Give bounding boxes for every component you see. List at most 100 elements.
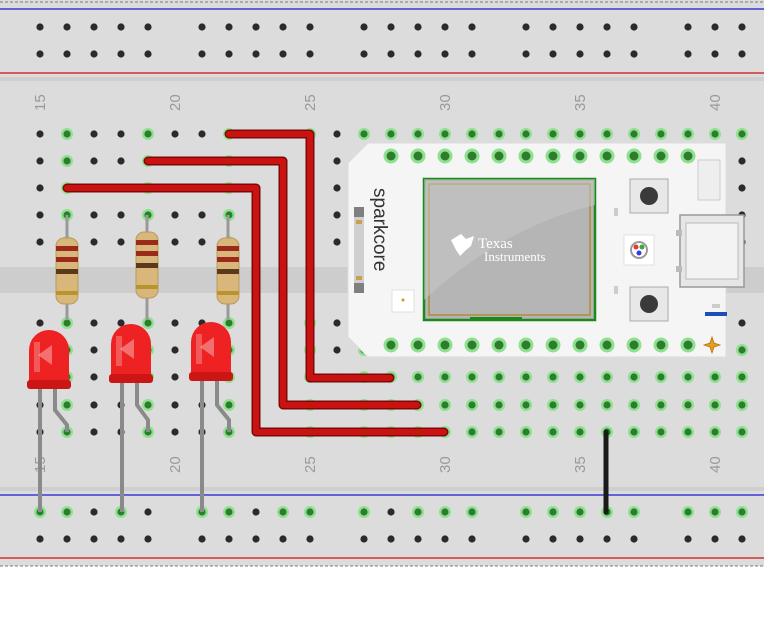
breadboard-hole (468, 50, 476, 58)
breadboard-hole (468, 373, 476, 381)
column-label: 25 (302, 456, 319, 473)
column-label: 20 (167, 94, 184, 111)
breadboard-hole (225, 23, 233, 31)
breadboard-hole (549, 50, 557, 58)
breadboard-hole (630, 23, 638, 31)
breadboard-hole (684, 50, 692, 58)
breadboard-hole (711, 373, 719, 381)
breadboard-hole (333, 238, 341, 246)
breadboard-hole (495, 401, 503, 409)
breadboard-hole (36, 238, 44, 246)
breadboard-hole (711, 23, 719, 31)
breadboard-hole (657, 401, 665, 409)
breadboard-hole (144, 535, 152, 543)
breadboard-hole (360, 508, 368, 516)
breadboard-hole (684, 23, 692, 31)
breadboard-hole (711, 50, 719, 58)
breadboard-hole (441, 50, 449, 58)
breadboard-hole (387, 508, 395, 516)
reset-button[interactable] (629, 178, 669, 214)
breadboard-hole (549, 130, 557, 138)
breadboard-hole (117, 130, 125, 138)
breadboard-hole (117, 319, 125, 327)
resistor-1 (55, 215, 79, 320)
column-label: 40 (707, 456, 724, 473)
breadboard-hole (603, 401, 611, 409)
core-pin (386, 151, 396, 161)
breadboard-hole (63, 401, 71, 409)
breadboard-hole (387, 50, 395, 58)
breadboard-hole (549, 535, 557, 543)
breadboard-hole (144, 23, 152, 31)
core-pin (521, 340, 531, 350)
breadboard-hole (225, 401, 233, 409)
breadboard-hole (441, 130, 449, 138)
breadboard-hole (171, 130, 179, 138)
column-label: 25 (302, 94, 319, 111)
usb-connector (676, 214, 745, 288)
breadboard-hole (117, 211, 125, 219)
breadboard-hole (252, 23, 260, 31)
breadboard-hole (333, 130, 341, 138)
breadboard-hole (711, 508, 719, 516)
breadboard-hole (144, 50, 152, 58)
breadboard-hole (711, 401, 719, 409)
breadboard-hole (90, 535, 98, 543)
breadboard-hole (603, 23, 611, 31)
breadboard-hole (171, 373, 179, 381)
column-label: 20 (167, 456, 184, 473)
breadboard-hole (576, 373, 584, 381)
breadboard-hole (279, 23, 287, 31)
core-pin (467, 151, 477, 161)
breadboard-hole (387, 535, 395, 543)
breadboard-hole (738, 401, 746, 409)
breadboard-hole (576, 428, 584, 436)
breadboard-hole (738, 535, 746, 543)
breadboard-hole (252, 508, 260, 516)
breadboard-hole (333, 157, 341, 165)
breadboard-hole (225, 50, 233, 58)
breadboard-hole (549, 373, 557, 381)
breadboard-hole (360, 50, 368, 58)
breadboard-hole (738, 428, 746, 436)
breadboard-hole (414, 535, 422, 543)
breadboard-hole (144, 319, 152, 327)
breadboard-hole (576, 535, 584, 543)
led-1 (27, 330, 71, 512)
breadboard-hole (198, 211, 206, 219)
breadboard-hole (738, 373, 746, 381)
core-pin (629, 340, 639, 350)
breadboard-hole (36, 535, 44, 543)
chip-brand-line1: Texas (478, 236, 513, 252)
core-pin (656, 151, 666, 161)
breadboard-hole (738, 184, 746, 192)
core-pin (386, 340, 396, 350)
mode-button[interactable] (629, 286, 669, 322)
breadboard-hole (90, 157, 98, 165)
breadboard-hole (225, 535, 233, 543)
breadboard-hole (414, 130, 422, 138)
core-pin (683, 340, 693, 350)
breadboard-hole (684, 535, 692, 543)
breadboard-hole (684, 428, 692, 436)
breadboard-hole (576, 23, 584, 31)
breadboard-hole (63, 535, 71, 543)
breadboard-hole (576, 130, 584, 138)
core-pin (440, 151, 450, 161)
resistor-3 (216, 215, 240, 320)
breadboard-hole (603, 373, 611, 381)
breadboard-hole (738, 23, 746, 31)
breadboard-hole (90, 428, 98, 436)
breadboard-hole (63, 23, 71, 31)
breadboard-hole (657, 130, 665, 138)
core-pin (467, 340, 477, 350)
breadboard-hole (225, 508, 233, 516)
breadboard-hole (630, 535, 638, 543)
breadboard-hole (603, 535, 611, 543)
breadboard-hole (90, 50, 98, 58)
breadboard-hole (279, 535, 287, 543)
breadboard-hole (360, 535, 368, 543)
breadboard-hole (36, 50, 44, 58)
breadboard-hole (468, 428, 476, 436)
